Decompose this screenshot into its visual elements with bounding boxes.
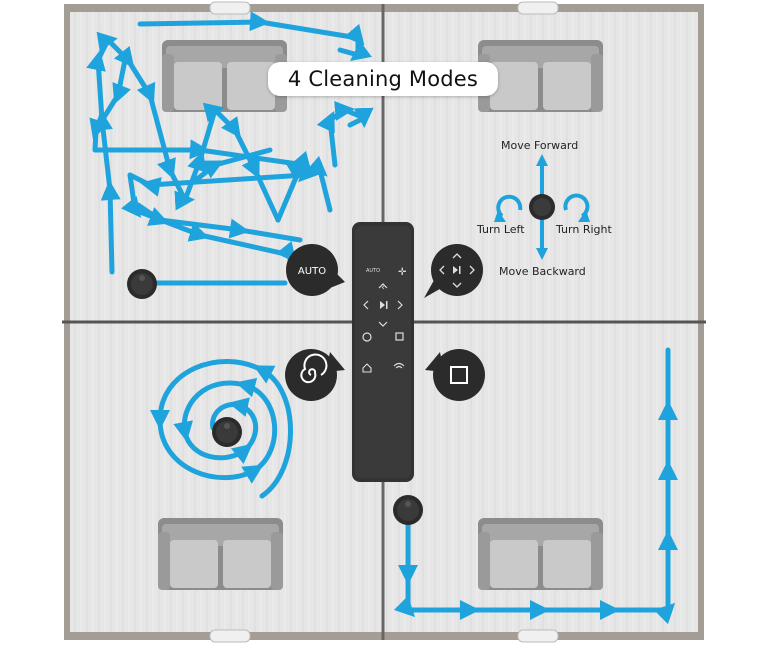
sofa-icon <box>158 518 283 590</box>
svg-text:‹: ‹ <box>381 283 385 293</box>
svg-text:✛: ✛ <box>398 267 407 278</box>
auto-mode-path <box>86 11 374 286</box>
direction-diagram <box>494 154 590 260</box>
turn-left-label: Turn Left <box>477 223 525 236</box>
move-forward-label: Move Forward <box>501 139 579 152</box>
remote-auto-label: AUTO <box>366 268 380 274</box>
direction-pad-icon <box>439 253 475 288</box>
move-backward-label: Move Backward <box>499 265 586 278</box>
robot-vacuum-icon <box>393 495 423 525</box>
edge-mode-path <box>393 347 678 625</box>
wifi-icon <box>393 362 405 369</box>
spiral-mode-path <box>149 359 293 499</box>
remote-control-icon: AUTO ✛ ‹ <box>352 222 414 482</box>
spiral-callout <box>285 349 345 401</box>
home-icon <box>362 363 372 373</box>
rotate-left-icon <box>496 194 523 218</box>
spiral-icon <box>300 353 328 384</box>
robot-vacuum-icon <box>127 269 157 299</box>
sofa-icon <box>478 518 603 590</box>
page-title: 4 Cleaning Modes <box>268 62 498 96</box>
edge-callout <box>425 349 485 401</box>
edge-square-icon <box>450 366 468 384</box>
turn-right-label: Turn Right <box>556 223 612 236</box>
auto-button-label: AUTO <box>298 266 326 277</box>
direction-callout <box>424 244 483 298</box>
auto-callout: AUTO <box>286 244 345 296</box>
robot-vacuum-icon <box>212 417 242 447</box>
